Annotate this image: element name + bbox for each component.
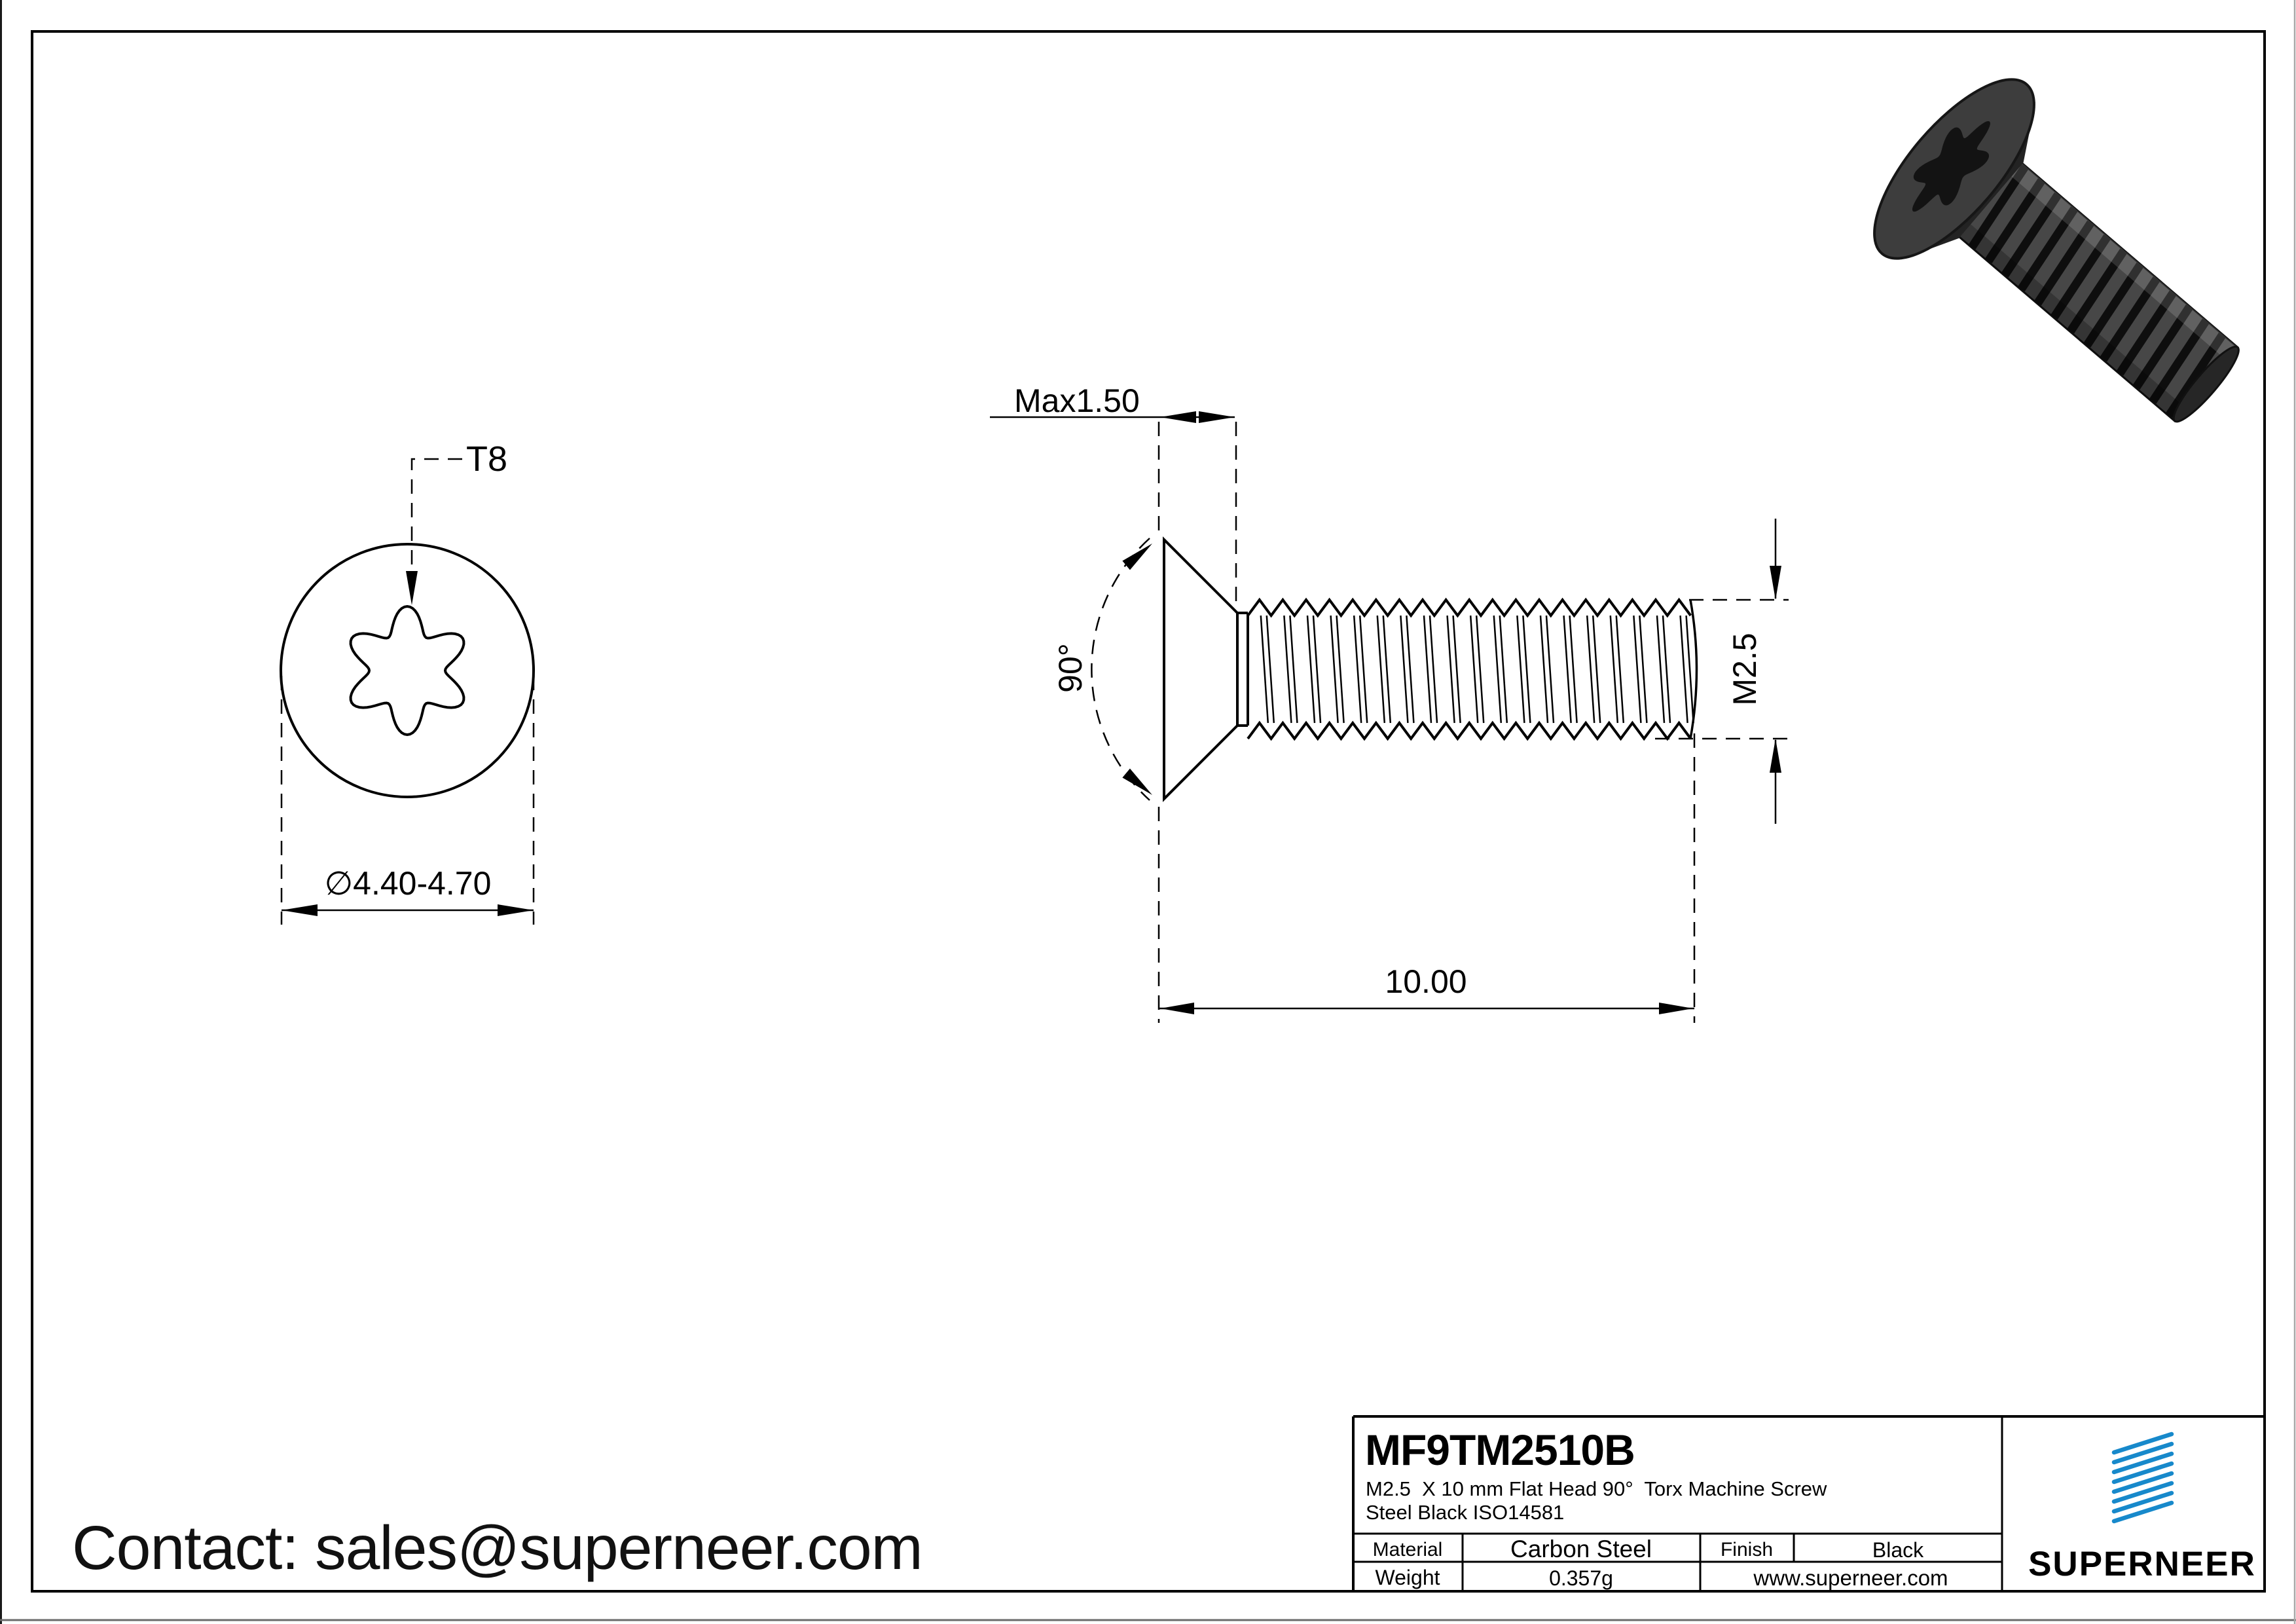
part-description-line2: Steel Black ISO14581 xyxy=(1366,1501,1564,1524)
website-link[interactable]: www.superneer.com xyxy=(1753,1566,1948,1590)
thread-size-label: M2.5 xyxy=(1726,633,1763,705)
title-block: MF9TM2510B M2.5 X 10 mm Flat Head 90° To… xyxy=(1352,1415,2265,1591)
diameter-label: ∅4.40-4.70 xyxy=(325,865,492,902)
dia-arrow-right-icon xyxy=(498,904,534,916)
t8-leader-line xyxy=(410,458,462,575)
weight-label: Weight xyxy=(1375,1566,1440,1589)
screw-3d-thread-stripes xyxy=(1968,164,2226,418)
superneer-logo-icon xyxy=(2111,1431,2174,1524)
finish-label: Finish xyxy=(1721,1539,1773,1560)
screw-3d-shadow xyxy=(1952,217,2186,421)
angle-arc xyxy=(1091,538,1150,801)
torx-size-label: T8 xyxy=(466,439,507,479)
top-view: T8 ∅4.40-4.70 xyxy=(280,439,535,925)
head-circle xyxy=(280,543,535,798)
head-profile xyxy=(1163,536,1239,802)
dia-arrow-left-icon xyxy=(282,904,318,916)
angle-arrow-bottom-icon xyxy=(1122,768,1152,795)
thread-profile xyxy=(1247,597,1698,741)
contact-text: Contact: sales@superneer.com xyxy=(72,1513,922,1583)
thread-arrow-bottom-icon xyxy=(1770,739,1781,773)
torx-socket-outline xyxy=(349,604,465,737)
weight-value: 0.357g xyxy=(1549,1566,1613,1590)
material-value: Carbon Steel xyxy=(1510,1536,1652,1562)
max-arrow-right-icon xyxy=(1199,411,1235,423)
thread-arrow-top-icon xyxy=(1770,566,1781,600)
neck-profile xyxy=(1236,612,1249,727)
length-arrow-left-icon xyxy=(1160,1003,1194,1014)
screw-3d-torx-socket xyxy=(1912,120,1990,212)
finish-value: Black xyxy=(1872,1538,1924,1562)
drawing-frame xyxy=(31,30,2266,1593)
length-label: 10.00 xyxy=(1385,963,1467,1000)
part-description-line1: M2.5 X 10 mm Flat Head 90° Torx Machine … xyxy=(1366,1477,1827,1500)
length-arrow-right-icon xyxy=(1659,1003,1693,1014)
head-height-label: Max1.50 xyxy=(1014,382,1140,419)
screw-3d-highlight xyxy=(2003,157,2238,361)
angle-arrow-top-icon xyxy=(1122,544,1152,570)
max-arrow-left-icon xyxy=(1160,411,1196,423)
material-label: Material xyxy=(1373,1539,1443,1560)
screw-3d-tip xyxy=(2172,345,2240,423)
angle-label: 90° xyxy=(1052,643,1089,693)
side-view: Max1.50 90° M2.5 10.00 xyxy=(990,382,1789,1023)
brand-name: SUPERNEER xyxy=(2028,1545,2256,1583)
screw-3d-preview xyxy=(1873,78,2240,423)
t8-leader-arrow-icon xyxy=(406,571,418,605)
title-block-grid xyxy=(1353,1416,2003,1591)
part-number: MF9TM2510B xyxy=(1365,1426,1635,1474)
